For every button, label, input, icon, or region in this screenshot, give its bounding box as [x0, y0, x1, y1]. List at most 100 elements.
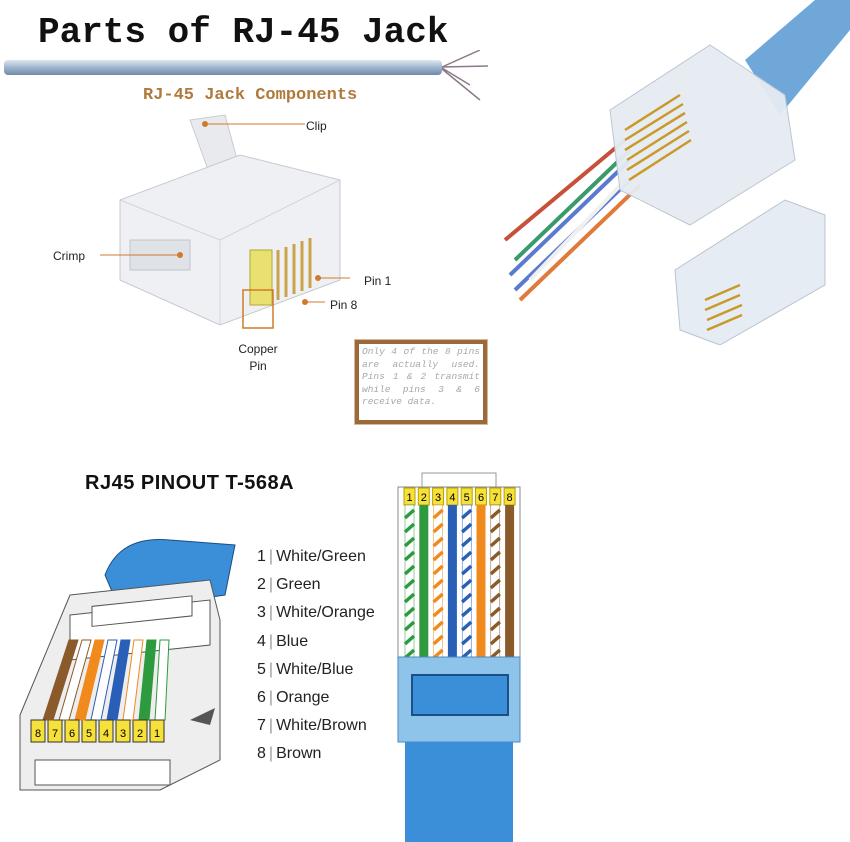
- wire-stripe: [403, 508, 416, 520]
- wire-stripe: [403, 592, 416, 604]
- cable-slot: [91, 595, 193, 627]
- pin-contact: [81, 719, 97, 743]
- separator: |: [268, 745, 274, 763]
- pin-number-label: 2: [137, 728, 143, 740]
- pin-contact: [132, 719, 148, 743]
- pin-legend-item: 8|Brown: [257, 745, 321, 763]
- wire-stripe: [403, 536, 416, 548]
- note-box: Only 4 of the 8 pins are actually used. …: [354, 339, 488, 425]
- pin-color-label: White/Blue: [276, 660, 354, 678]
- pin-contact: [149, 719, 165, 743]
- pin-legend-item: 3|White/Orange: [257, 604, 375, 622]
- wire-stripe: [432, 634, 444, 646]
- separator: |: [268, 717, 274, 735]
- wire-stripe: [489, 592, 501, 604]
- clip-label: Clip: [306, 119, 327, 133]
- pin-contact: [64, 719, 80, 743]
- wire-stripe: [489, 550, 501, 562]
- pin8-label: Pin 8: [330, 298, 358, 312]
- pin-number-label: 7: [52, 728, 58, 740]
- pin-number-label: 2: [421, 492, 427, 504]
- pin-legend-item: 4|Blue: [257, 633, 308, 651]
- wire-stripe: [461, 564, 473, 576]
- wire-stripe: [432, 606, 444, 618]
- cable: [405, 742, 513, 842]
- wire-stripe: [489, 508, 501, 520]
- wire-stripe: [489, 536, 501, 548]
- wire-stripe: [461, 508, 473, 520]
- pin-number: 3: [257, 604, 266, 622]
- wire-stripe: [489, 522, 501, 534]
- pin-number-label: 1: [406, 492, 412, 504]
- wire-green: [419, 505, 429, 660]
- separator: |: [268, 576, 274, 594]
- wire-stripe: [461, 634, 473, 646]
- pin-legend-item: 5|White/Blue: [257, 661, 353, 679]
- pin-contact: [47, 719, 63, 743]
- pin-number: 4: [257, 632, 266, 650]
- wire-stripe: [461, 592, 473, 604]
- separator: |: [268, 632, 274, 650]
- wire-stripe: [403, 550, 416, 562]
- pin-number-label: 3: [435, 492, 441, 504]
- pin-number-label: 6: [478, 492, 484, 504]
- pin-color-label: Green: [276, 576, 321, 594]
- pinout-title: RJ45 PINOUT T-568A: [85, 472, 295, 494]
- wire-stripe: [403, 620, 416, 632]
- wire-orange: [476, 505, 486, 660]
- pin-number-label: 4: [103, 728, 109, 740]
- pin-number-label: 1: [154, 728, 160, 740]
- pin-color-label: White/Brown: [276, 717, 367, 735]
- wire-stripe: [489, 564, 501, 576]
- wire-stripe: [432, 536, 444, 548]
- wire-stripe: [461, 536, 473, 548]
- cable-connectors-photo: [503, 0, 850, 345]
- pin-legend-item: 6|Orange: [257, 689, 329, 707]
- wire: [154, 639, 170, 721]
- pin-contact: [98, 719, 114, 743]
- wire-stripe: [489, 606, 501, 618]
- pin1-label: Pin 1: [364, 274, 392, 288]
- wire: [58, 639, 92, 721]
- wire-stripe: [432, 564, 444, 576]
- connector-body: [397, 486, 521, 658]
- pin-color-label: Blue: [276, 632, 309, 650]
- pin-legend-item: 2|Green: [257, 576, 321, 594]
- wire: [122, 639, 144, 721]
- wire-stripe: [432, 592, 444, 604]
- pin-contact: [115, 719, 131, 743]
- wire-stripe: [461, 550, 473, 562]
- separator: |: [268, 604, 274, 622]
- pin-number: 7: [257, 717, 266, 735]
- wire: [74, 639, 105, 721]
- wire-stripe: [461, 522, 473, 534]
- pin-number: 1: [257, 548, 266, 565]
- pin-number: 8: [257, 745, 266, 763]
- pin-color-label: White/Green: [276, 548, 366, 565]
- pin-number-label: 3: [120, 728, 126, 740]
- connector-base: [34, 759, 171, 786]
- pin-legend-item: 7|White/Brown: [257, 717, 367, 735]
- wire-stripe: [403, 564, 416, 576]
- pin-number: 6: [257, 689, 266, 706]
- pin-color-label: Orange: [276, 689, 330, 706]
- pin-number-label: 5: [464, 492, 470, 504]
- wire-stripe: [461, 578, 473, 590]
- wire-brown: [505, 505, 515, 660]
- wire-blue: [447, 505, 457, 660]
- wire-stripe: [489, 634, 501, 646]
- wire: [138, 639, 157, 721]
- pin-number-label: 8: [35, 728, 41, 740]
- wire-stripe: [403, 578, 416, 590]
- pin-color-label: Brown: [276, 745, 322, 763]
- components-subtitle: RJ-45 Jack Components: [143, 86, 358, 105]
- wire-stripe: [403, 606, 416, 618]
- wire-stripe: [461, 620, 473, 632]
- crimp-label: Crimp: [53, 249, 85, 263]
- copper-pin-label-line1: Copper: [238, 342, 278, 356]
- pin-number: 2: [257, 576, 266, 594]
- pin-legend-item: 1|White/Green: [257, 548, 366, 566]
- copper-pin-label: Copper Pin: [238, 342, 278, 373]
